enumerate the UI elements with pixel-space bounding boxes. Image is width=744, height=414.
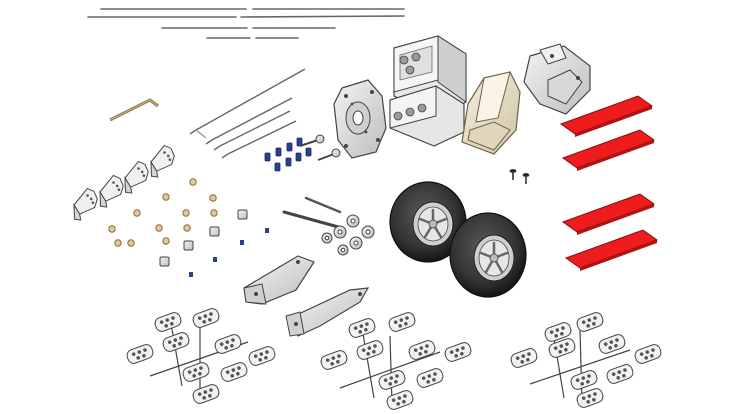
blue-collets bbox=[264, 137, 312, 172]
landing-gear-block bbox=[389, 35, 467, 147]
gear-strut-right bbox=[285, 287, 370, 337]
bent-allen-key bbox=[109, 98, 159, 122]
gear-strut-left bbox=[243, 255, 315, 305]
red-pads-edges bbox=[575, 106, 657, 271]
wheel-collars bbox=[321, 214, 375, 256]
hinge-sprue-1 bbox=[124, 306, 278, 406]
motor-mount-plate bbox=[333, 79, 387, 159]
pushrods bbox=[189, 68, 306, 159]
long-wires bbox=[87, 8, 405, 39]
small-nuts bbox=[159, 209, 269, 277]
brass-washers bbox=[108, 178, 218, 247]
screws bbox=[299, 134, 530, 184]
foam-wheel-left bbox=[389, 181, 467, 263]
red-pads bbox=[559, 95, 659, 269]
hinge-sprue-2 bbox=[318, 310, 474, 412]
control-horns bbox=[69, 143, 178, 222]
hinge-sprue-3 bbox=[508, 310, 664, 410]
axle-rod bbox=[282, 196, 344, 230]
foam-wheel-right bbox=[449, 212, 527, 298]
gear-bracket bbox=[523, 43, 591, 115]
servo-tray bbox=[461, 71, 521, 155]
